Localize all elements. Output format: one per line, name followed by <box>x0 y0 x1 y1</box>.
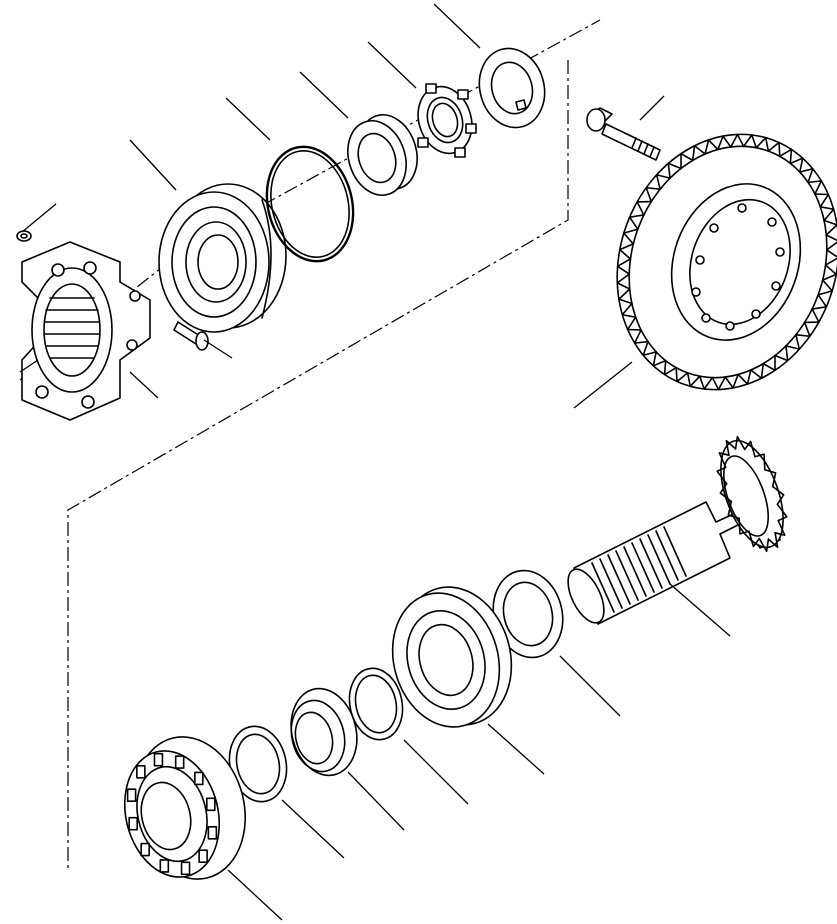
lock-nut <box>417 83 477 158</box>
upper-bearing <box>347 114 418 196</box>
bearing-roller <box>153 752 164 767</box>
gear-tooth <box>811 294 828 310</box>
bearing-roller <box>206 797 216 812</box>
gear-tooth <box>825 234 837 251</box>
bearing-roller <box>128 816 138 831</box>
gear-tooth <box>645 186 661 203</box>
gear-tooth <box>758 537 770 553</box>
o-ring <box>265 145 355 263</box>
gear-tooth <box>762 354 776 372</box>
gear-tooth <box>823 219 837 236</box>
gear-tooth <box>742 134 758 149</box>
bearing-roller <box>198 849 208 864</box>
gear-tooth <box>686 372 701 388</box>
gear-tooth <box>824 249 837 266</box>
gear-tooth <box>729 133 745 148</box>
gear-tooth <box>636 200 653 216</box>
tapered-roller-bearing <box>123 736 247 880</box>
gear-tooth <box>748 530 761 548</box>
gear-tooth <box>652 351 667 367</box>
gear-tooth <box>767 531 779 549</box>
gear-tooth <box>623 228 639 245</box>
gear-tooth <box>814 193 830 208</box>
large-bearing <box>391 586 513 728</box>
bearing-roller <box>126 788 137 803</box>
gear-tooth <box>616 258 632 275</box>
gear-tooth <box>734 435 746 451</box>
yoke-nut <box>16 230 32 242</box>
gear-tooth <box>725 439 737 457</box>
gear-tooth <box>767 141 781 158</box>
ring-gear-bolt <box>586 107 661 161</box>
gear-tooth <box>750 362 765 379</box>
bearing-roller <box>174 755 185 769</box>
bearing-roller <box>180 861 191 876</box>
gear-tooth <box>618 288 633 305</box>
pinion-teeth <box>716 435 788 553</box>
gear-tooth <box>675 366 689 383</box>
gear-tooth <box>738 517 750 535</box>
dust-cover <box>158 183 287 333</box>
gear-tooth <box>737 369 752 385</box>
gear-tooth <box>698 375 714 390</box>
gear-tooth <box>724 373 739 389</box>
gear-tooth <box>633 329 649 344</box>
gear-tooth <box>711 376 727 391</box>
gear-tooth <box>616 273 631 290</box>
gear-tooth <box>618 243 635 260</box>
gear-tooth <box>774 345 789 362</box>
yoke-flange <box>21 241 151 421</box>
gear-tooth <box>807 180 823 195</box>
gear-tooth <box>628 214 645 230</box>
gear-tooth <box>655 174 671 191</box>
shim-1 <box>348 667 404 741</box>
gear-tooth <box>821 264 837 281</box>
bearing-roller <box>140 842 150 857</box>
gear-tooth <box>719 482 733 503</box>
gear-tooth <box>799 167 814 184</box>
gear-tooth <box>817 279 833 296</box>
gear-tooth <box>621 302 637 318</box>
yoke-bolt <box>173 321 209 351</box>
gear-tooth <box>778 148 793 165</box>
lock-washer <box>478 47 546 129</box>
gear-tooth <box>754 453 766 471</box>
gear-tooth <box>771 485 785 506</box>
gear-tooth <box>743 440 756 458</box>
gear-tooth <box>716 466 728 485</box>
ring-gear <box>616 133 837 391</box>
bearing-rollers <box>126 752 218 876</box>
gear-tooth <box>789 157 804 173</box>
gear-tooth <box>795 321 811 338</box>
leader-lines <box>19 3 731 921</box>
gear-tooth <box>803 308 820 324</box>
bearing-roller <box>194 771 204 786</box>
gear-tooth <box>667 162 682 179</box>
pinion-shaft <box>567 435 788 625</box>
gear-tooth <box>727 500 740 520</box>
gear-tooth <box>717 135 732 151</box>
gear-tooth <box>680 152 694 170</box>
gear-tooth <box>704 139 719 155</box>
gear-tooth <box>785 333 801 350</box>
gear-tooth <box>691 145 706 162</box>
gear-tooth <box>663 359 678 376</box>
bearing-roller <box>207 825 218 840</box>
gear-tooth <box>626 316 642 331</box>
gear-tooth <box>642 340 657 357</box>
gear-tooth <box>755 136 770 152</box>
gear-tooth <box>819 206 835 222</box>
gear-tooth <box>718 452 730 469</box>
ring-gear-teeth <box>616 133 837 391</box>
bearing-roller <box>136 764 146 779</box>
bearing-cup <box>290 687 358 777</box>
gear-tooth <box>776 503 788 522</box>
gear-tooth <box>774 519 786 536</box>
bearing-roller <box>159 859 170 873</box>
shim-2 <box>228 725 288 803</box>
gear-tooth <box>764 468 777 488</box>
